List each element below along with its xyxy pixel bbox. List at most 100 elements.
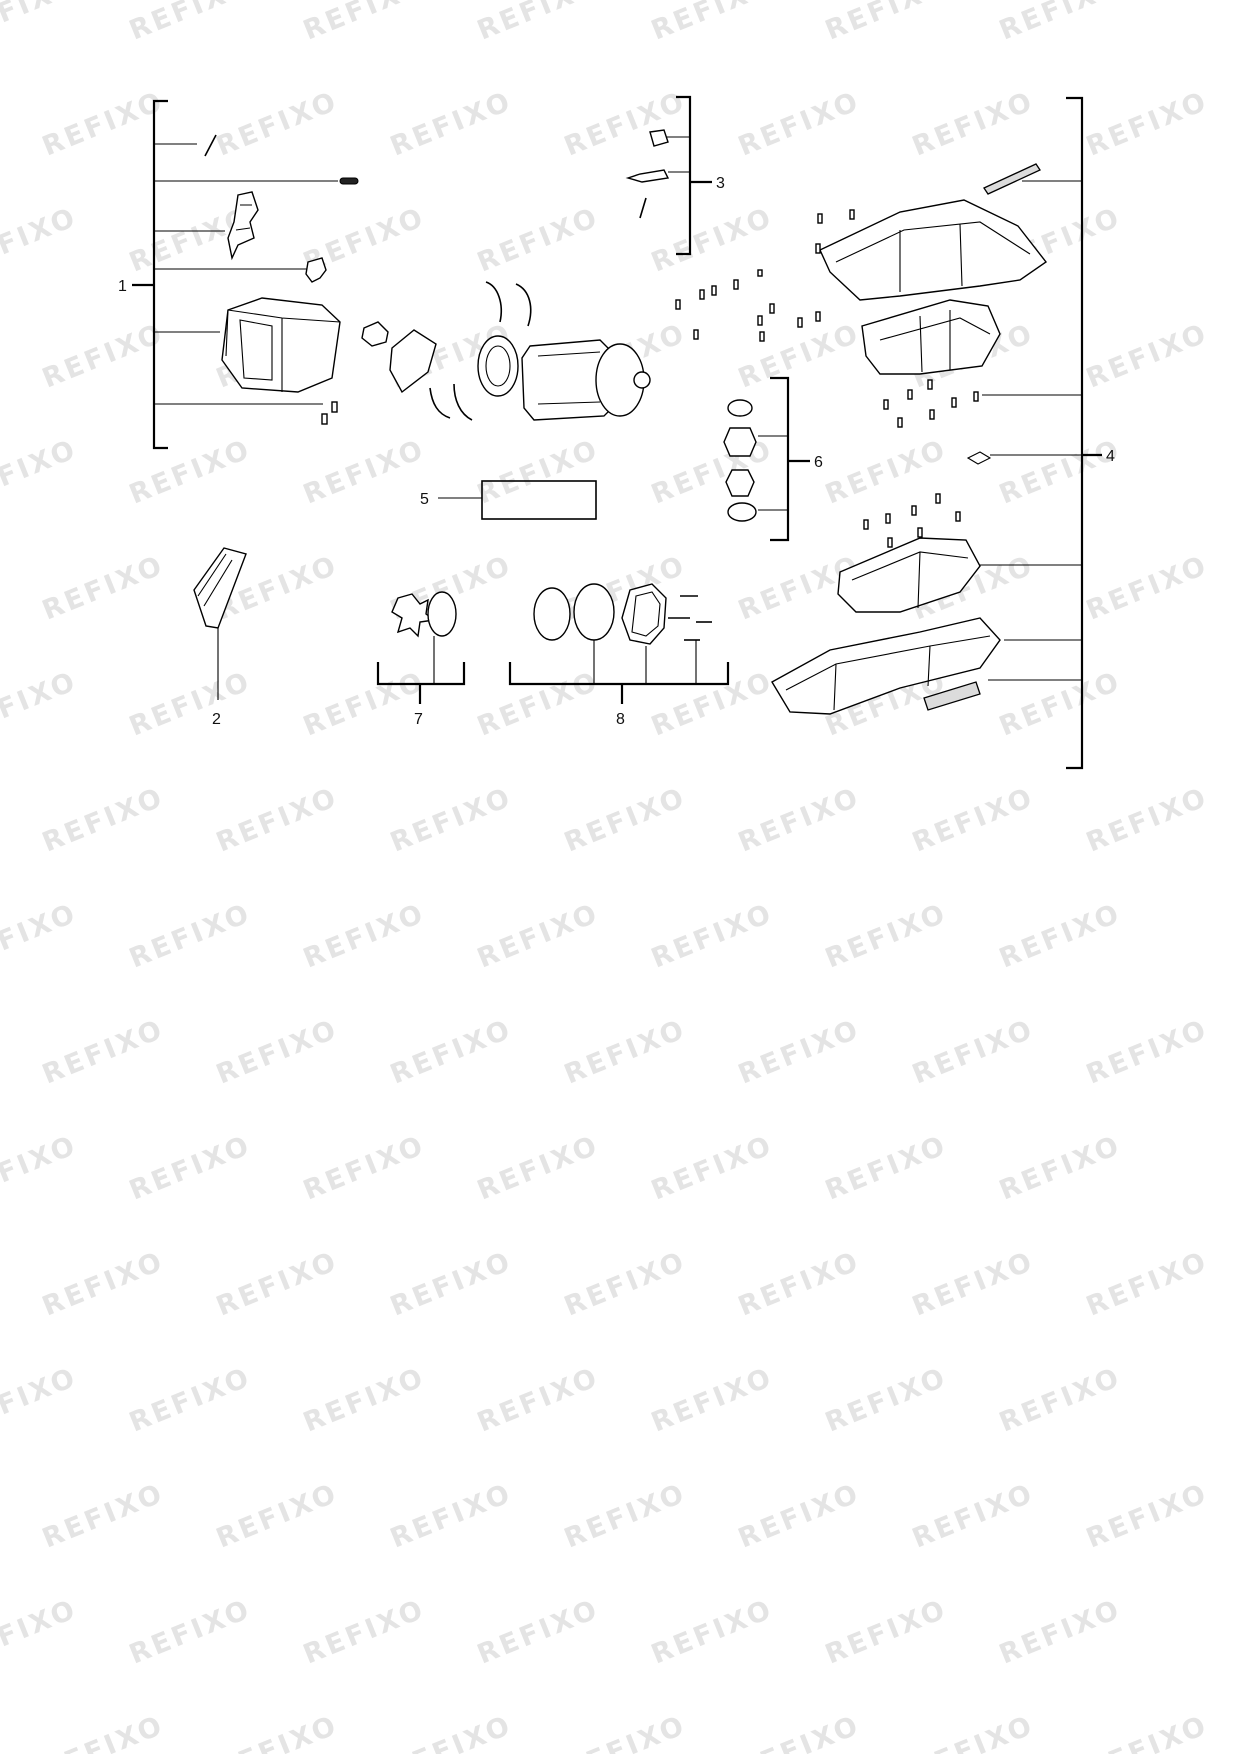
pump-plate-part [573,583,615,641]
pin-part [927,379,933,390]
upper-housing-detail [835,221,1031,292]
pin-part [849,209,855,220]
watermark-text: REFIXO [386,86,517,163]
pin-part [733,279,739,290]
watermark-text: REFIXO [212,1478,343,1555]
watermark-text: REFIXO [473,434,604,511]
group-5: 5 [420,480,597,520]
seal-ring-part [533,587,571,641]
housing-box-part [221,297,341,393]
watermark-text: REFIXO [995,1594,1126,1671]
fitting-part [723,427,757,457]
filter-strip-part [923,681,981,711]
watermark-text: REFIXO [908,1478,1039,1555]
motor-shaft-part [633,371,651,389]
pin-part [885,513,891,524]
watermark-text: REFIXO [386,1710,517,1754]
group-2: 2 [193,547,247,728]
cap-part [727,502,757,522]
bracket-4 [1066,96,1084,770]
base-detail [785,635,991,711]
watermark-text: REFIXO [299,1362,430,1439]
pin-part [759,331,765,342]
fitting-part [725,469,755,497]
watermark-text: REFIXO [821,0,952,46]
watermark-text: REFIXO [560,1014,691,1091]
seal-part [966,451,992,465]
watermark-text: REFIXO [1082,86,1213,163]
watermark-text: REFIXO [299,1130,430,1207]
group-3: 3 [625,95,725,256]
pin-part [757,315,763,326]
watermark-text: REFIXO [212,86,343,163]
pin-part [917,527,923,538]
watermark-text: REFIXO [0,434,82,511]
watermark-text: REFIXO [38,782,169,859]
watermark-text: REFIXO [386,1014,517,1091]
watermark-text: REFIXO [821,1362,952,1439]
watermark-text: REFIXO [473,1594,604,1671]
watermark-text: REFIXO [734,86,865,163]
callout-3: 3 [716,175,725,192]
watermark-text: REFIXO [908,1710,1039,1754]
group-4: 4 [771,96,1115,770]
watermark-text: REFIXO [734,1014,865,1091]
bracket-8 [508,662,730,686]
clamp-part [429,387,451,419]
watermark-text: REFIXO [908,86,1039,163]
pin-part [204,134,217,157]
loose-pins [675,269,821,342]
pin-part [711,285,717,296]
watermark-text: REFIXO [386,1246,517,1323]
watermark-text: REFIXO [299,434,430,511]
housing-box-edges [225,309,341,392]
lower-tray-detail [851,551,969,609]
watermark-text: REFIXO [0,0,82,46]
watermark-text: REFIXO [995,0,1126,46]
watermark-text: REFIXO [125,898,256,975]
pin-part [887,537,893,548]
watermark-text: REFIXO [473,1362,604,1439]
watermark-text: REFIXO [299,666,430,743]
gasket-strip-part [983,163,1041,195]
watermark-text: REFIXO [38,1246,169,1323]
watermark-text: REFIXO [38,1478,169,1555]
watermark-text: REFIXO [212,1014,343,1091]
pin-part [699,289,705,300]
pin-part [929,409,935,420]
housing-box-face [239,319,273,381]
filter-pad-detail [197,553,233,607]
watermark-text: REFIXO [821,898,952,975]
lower-tray-part [837,537,981,613]
watermark-text: REFIXO [734,318,865,395]
watermark-text: REFIXO [0,1362,82,1439]
clip-bracket-part [227,191,259,261]
pin-part [911,505,917,516]
watermark-text: REFIXO [647,898,778,975]
pin-part [883,399,889,410]
watermark-text: REFIXO [908,782,1039,859]
clamp-part [485,281,502,323]
watermark-text: REFIXO [299,898,430,975]
pin-part [693,329,699,340]
watermark-text: REFIXO [0,666,82,743]
upper-housing-part [819,199,1048,301]
watermark-text: REFIXO [821,1130,952,1207]
watermark-text: REFIXO [1082,550,1213,627]
pin-part [757,269,763,277]
pin-part [815,311,821,322]
pin-part [897,417,903,428]
pin-part [951,397,957,408]
watermark-text: REFIXO [212,1710,343,1754]
clamp-part [453,383,473,421]
pin-part [797,317,803,328]
pin-part [955,511,961,522]
watermark-text: REFIXO [821,434,952,511]
bracket-6 [770,376,790,542]
pin-part [973,391,979,402]
screw-part [639,197,647,219]
pump-body-detail [879,310,991,373]
watermark-text: REFIXO [734,1710,865,1754]
watermark-text: REFIXO [908,1246,1039,1323]
